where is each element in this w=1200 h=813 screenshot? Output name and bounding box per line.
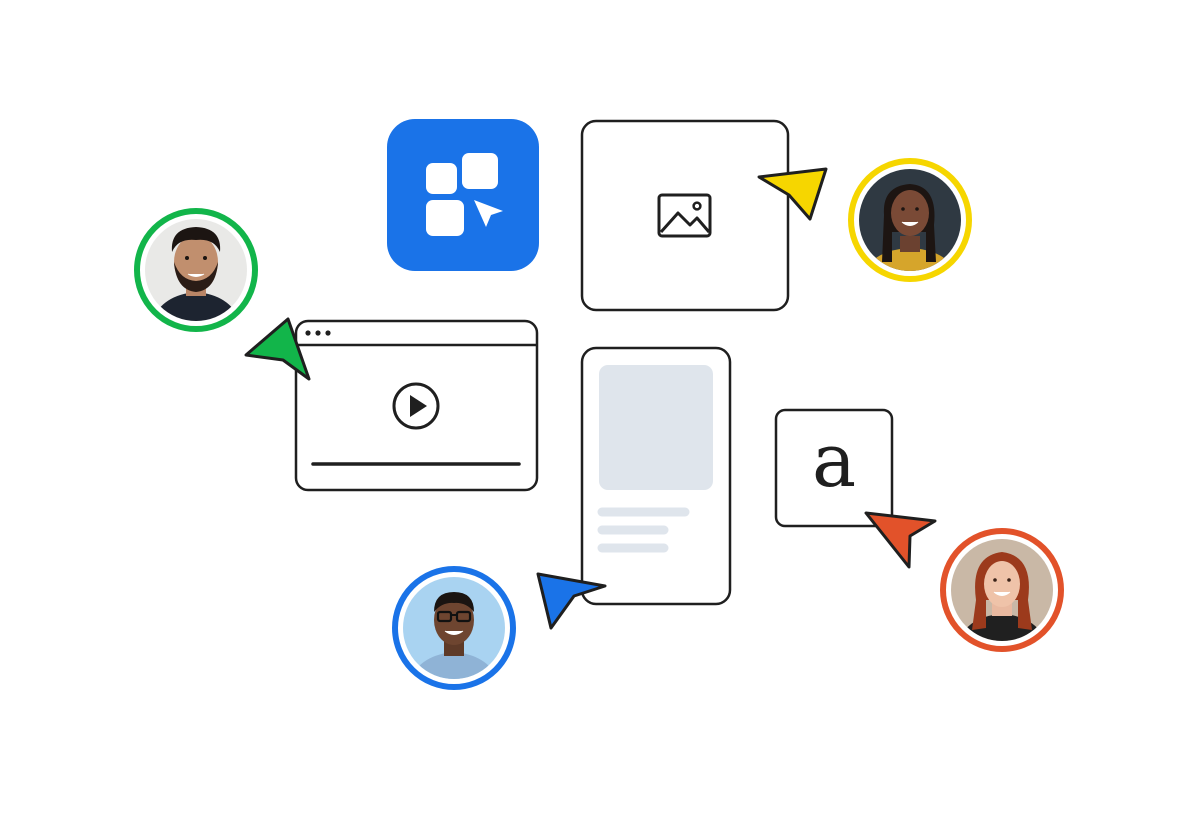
cursor-green-icon — [244, 317, 311, 381]
cursor-yellow-icon — [757, 167, 828, 221]
avatar-green — [134, 208, 258, 332]
letter-card-frame — [774, 408, 894, 528]
avatar-orange — [940, 528, 1064, 652]
cursor-orange-icon — [864, 511, 937, 569]
play-button-icon — [392, 382, 440, 430]
image-card — [580, 119, 790, 312]
window-dots-icon — [305, 330, 331, 336]
pointer-icon — [474, 200, 503, 227]
video-player-window — [294, 319, 539, 492]
document-card — [580, 346, 732, 606]
avatar-yellow — [848, 158, 972, 282]
cursor-blue-icon — [536, 572, 607, 630]
image-placeholder-icon — [657, 193, 712, 238]
image-placeholder-block — [599, 365, 713, 490]
app-grid-icon-tile — [387, 119, 539, 271]
avatar-blue — [392, 566, 516, 690]
